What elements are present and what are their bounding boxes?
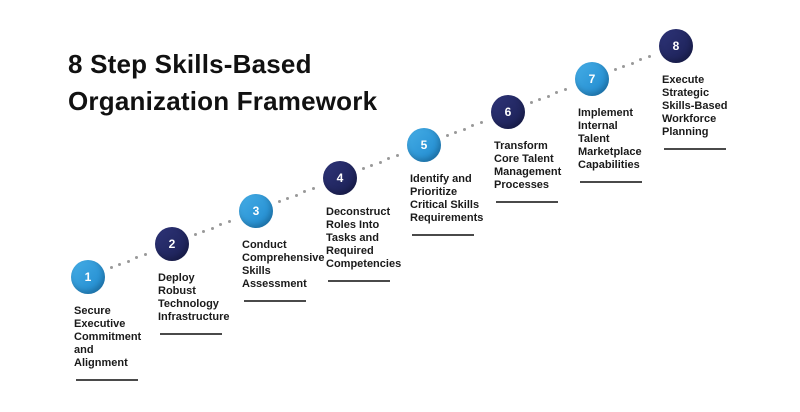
connector-dot <box>210 226 214 230</box>
connector-dot <box>194 233 198 237</box>
step-6-number: 6 <box>504 105 512 119</box>
step-1-label: Secure Executive Commitment and Alignmen… <box>74 305 142 369</box>
connector-dot <box>614 68 618 72</box>
connector-dot <box>462 127 466 131</box>
connector-dot <box>622 64 626 68</box>
connector-dot <box>311 187 315 191</box>
connector-dot <box>538 97 542 101</box>
connector-dot <box>303 190 307 194</box>
step-1-number: 1 <box>84 270 92 284</box>
step-3-label: Conduct Comprehensive Skills Assessment <box>242 239 325 290</box>
connector-dot <box>227 220 231 224</box>
connector-dot <box>110 266 114 270</box>
step-7-circle: 7 <box>575 62 609 96</box>
step-1-circle: 1 <box>71 260 105 294</box>
step-4-underline <box>328 280 390 282</box>
connector-dot <box>479 121 483 125</box>
connector-dot <box>135 256 139 260</box>
step-4-number: 4 <box>336 171 344 185</box>
connector-dot <box>446 134 450 138</box>
step-8-underline <box>664 148 726 150</box>
connector-dot <box>286 196 290 200</box>
step-6-underline <box>496 201 558 203</box>
connector-dot <box>126 259 130 263</box>
connector-dot <box>647 55 651 59</box>
connector-dot <box>202 229 206 233</box>
connector-dot <box>370 163 374 167</box>
step-4-label: Deconstruct Roles Into Tasks and Require… <box>326 206 402 270</box>
connector-dot <box>563 88 567 92</box>
step-5-number: 5 <box>420 138 428 152</box>
step-8-number: 8 <box>672 39 680 53</box>
step-6-label: Transform Core Talent Management Process… <box>494 140 562 191</box>
step-5-underline <box>412 234 474 236</box>
step-3-circle: 3 <box>239 194 273 228</box>
step-5-circle: 5 <box>407 128 441 162</box>
connector-dot <box>395 154 399 158</box>
step-3-number: 3 <box>252 204 260 218</box>
step-3-underline <box>244 300 306 302</box>
step-7-label: Implement Internal Talent Marketplace Ca… <box>578 107 642 171</box>
connector-dot <box>555 91 559 95</box>
connector-dot <box>219 223 223 227</box>
step-2-label: Deploy Robust Technology Infrastructure <box>158 272 230 323</box>
step-2-number: 2 <box>168 237 176 251</box>
step-4-circle: 4 <box>323 161 357 195</box>
step-1-underline <box>76 379 138 381</box>
step-7-underline <box>580 181 642 183</box>
connector-dot <box>362 167 366 171</box>
connector-dot <box>546 94 550 98</box>
connector-dot <box>387 157 391 161</box>
step-8-circle: 8 <box>659 29 693 63</box>
step-5-label: Identify and Prioritize Critical Skills … <box>410 173 484 224</box>
step-7-number: 7 <box>588 72 596 86</box>
step-2-circle: 2 <box>155 227 189 261</box>
connector-dot <box>530 101 534 105</box>
step-6-circle: 6 <box>491 95 525 129</box>
connector-dot <box>143 253 147 257</box>
step-2-underline <box>160 333 222 335</box>
connector-dot <box>454 130 458 134</box>
step-8-label: Execute Strategic Skills-Based Workforce… <box>662 74 728 138</box>
connector-dot <box>294 193 298 197</box>
connector-dot <box>639 58 643 62</box>
connector-dot <box>118 262 122 266</box>
page-title: 8 Step Skills-Based Organization Framewo… <box>68 49 378 116</box>
connector-dot <box>630 61 634 65</box>
connector-dot <box>278 200 282 204</box>
connector-dot <box>471 124 475 128</box>
connector-dot <box>378 160 382 164</box>
